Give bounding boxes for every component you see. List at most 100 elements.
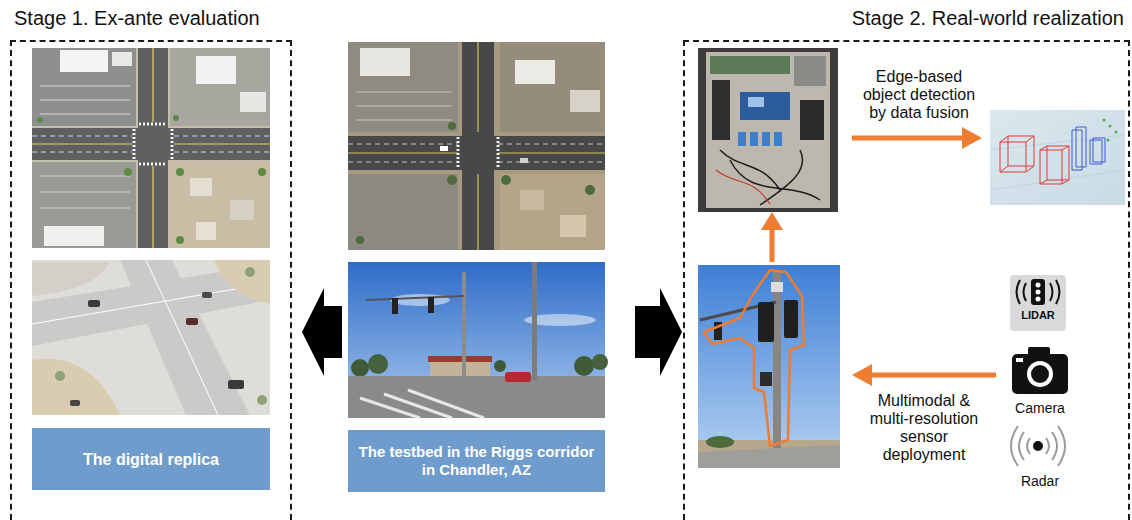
replica-aerial-render-part xyxy=(230,200,254,220)
black-cabinet-photo-part xyxy=(750,132,758,146)
lidar-icon-part xyxy=(1017,280,1060,304)
pole-photo-part xyxy=(773,272,781,448)
detection-view-part xyxy=(1115,131,1118,134)
orange-flow-arrow-part xyxy=(870,373,996,378)
testbed-street-photo-part xyxy=(574,356,594,376)
orange-flow-arrow-part xyxy=(852,364,872,386)
replica-aerial-render-part xyxy=(32,48,270,248)
replica-aerial-render-part xyxy=(170,48,270,126)
black-cabinet-photo-part xyxy=(706,52,830,208)
testbed-street-photo-part xyxy=(592,354,608,370)
replica-street-render-part xyxy=(257,395,267,405)
black-cabinet-photo-part xyxy=(740,92,790,120)
black-cabinet-photo-part xyxy=(698,48,838,212)
pole-photo-part xyxy=(706,436,734,448)
testbed-aerial-photo-part xyxy=(348,42,605,250)
detection-view-part xyxy=(1072,127,1086,170)
stage-title: Stage 2. Real-world realization xyxy=(852,6,1124,30)
caption-wrap: The testbed in the Riggs corridor in Cha… xyxy=(358,443,595,479)
detection-view-part xyxy=(1109,125,1112,128)
testbed-aerial-photo-part xyxy=(500,174,605,250)
replica-aerial-render-part xyxy=(32,48,136,126)
orange-flow-arrow-part xyxy=(770,228,775,262)
black-cabinet-photo-part xyxy=(800,100,824,140)
label-holder: LIDAR xyxy=(1010,308,1066,322)
black-cabinet-photo-part xyxy=(710,56,790,74)
replica-street-render-part xyxy=(186,318,198,325)
testbed-street-photo-part xyxy=(532,262,537,380)
pole-photo-part xyxy=(784,300,798,338)
replica-street-render-part xyxy=(228,380,244,389)
label-holder: Edge-based object detection by data fusi… xyxy=(855,68,983,122)
replica-aerial-render-part xyxy=(196,56,236,84)
testbed-aerial-photo-part xyxy=(520,190,544,210)
replica-street-render-part xyxy=(32,262,110,296)
label-holder: Radar xyxy=(1000,473,1080,490)
camera-icon-part xyxy=(1031,365,1049,383)
replica-aerial-render-part xyxy=(32,162,136,248)
testbed-aerial-photo-part xyxy=(447,175,457,185)
testbed-panel: The testbed in the Riggs corridor in Cha… xyxy=(348,42,605,492)
annotation-text: Multimodal & multi-resolution sensor dep… xyxy=(858,392,990,464)
replica-street-render-part xyxy=(32,260,270,415)
orange-flow-arrow-part xyxy=(761,212,783,230)
black-cabinet-photo-part xyxy=(774,132,782,146)
testbed-street-photo-part xyxy=(368,354,388,374)
replica-street-render xyxy=(32,260,270,415)
testbed-aerial-photo-part xyxy=(448,122,456,130)
detection-view-part xyxy=(1107,139,1110,142)
camera-icon-part xyxy=(1016,358,1023,362)
replica-aerial-render-part xyxy=(44,226,104,246)
black-cabinet-photo-part xyxy=(720,150,820,205)
testbed-street-photo-part xyxy=(366,296,464,300)
replica-aerial-render-part xyxy=(32,48,270,248)
replica-aerial-render-part xyxy=(240,92,266,112)
sensor-label: Camera xyxy=(1000,400,1080,417)
caption-band: The digital replica xyxy=(32,428,270,490)
testbed-aerial-photo-part xyxy=(348,42,605,250)
detection-view-part xyxy=(1000,136,1034,172)
testbed-street-photo-part xyxy=(390,294,450,306)
testbed-aerial-photo-part xyxy=(348,174,458,250)
replica-aerial-render-part xyxy=(124,168,132,176)
testbed-street-photo-part xyxy=(505,372,531,382)
testbed-street-photo-part xyxy=(428,356,492,362)
replica-aerial-render xyxy=(32,48,270,248)
testbed-street-photo-part xyxy=(348,376,605,418)
camera-icon xyxy=(1012,347,1068,394)
sensor-label: Radar xyxy=(1000,473,1080,490)
replica-street-render-part xyxy=(55,371,65,381)
testbed-aerial-photo-part xyxy=(348,42,458,132)
black-cabinet-photo xyxy=(698,48,838,212)
testbed-street-photo-part xyxy=(494,360,506,372)
black-cabinet-photo-part xyxy=(712,80,730,140)
testbed-street-photo-part xyxy=(392,298,398,314)
black-cabinet-photo-part xyxy=(738,132,746,146)
radar-icon-part xyxy=(1011,426,1065,466)
testbed-aerial-photo-part xyxy=(500,42,605,132)
testbed-street-photo-part xyxy=(360,390,484,418)
replica-aerial-render-part xyxy=(112,52,132,66)
replica-street-render-part xyxy=(32,260,270,415)
pole-photo-part xyxy=(760,372,772,386)
detection-view xyxy=(990,110,1125,205)
lidar-icon-part xyxy=(1031,279,1045,305)
caption-text: The testbed in the Riggs corridor in Cha… xyxy=(358,443,595,479)
replica-aerial-render-part xyxy=(60,50,108,72)
lidar-icon-part xyxy=(1010,275,1066,331)
title-holder: Stage 1. Ex-ante evaluation xyxy=(14,6,260,30)
stage-frame: Stage 1. Ex-ante evaluationThe digital r… xyxy=(10,40,292,520)
replica-aerial-render-part xyxy=(170,162,270,248)
testbed-aerial-photo xyxy=(348,42,605,250)
black-cabinet-photo-part xyxy=(762,132,770,146)
pole-photo-part xyxy=(771,282,783,292)
testbed-street-photo-part xyxy=(351,359,369,377)
replica-aerial-render-part xyxy=(134,124,172,164)
testbed-aerial-photo-part xyxy=(348,144,605,162)
detection-view-part xyxy=(1103,119,1106,122)
replica-aerial-render-part xyxy=(173,115,179,121)
lidar-icon-part xyxy=(1036,290,1041,295)
replica-street-render-part xyxy=(214,260,270,304)
camera-icon-part xyxy=(1027,361,1053,387)
